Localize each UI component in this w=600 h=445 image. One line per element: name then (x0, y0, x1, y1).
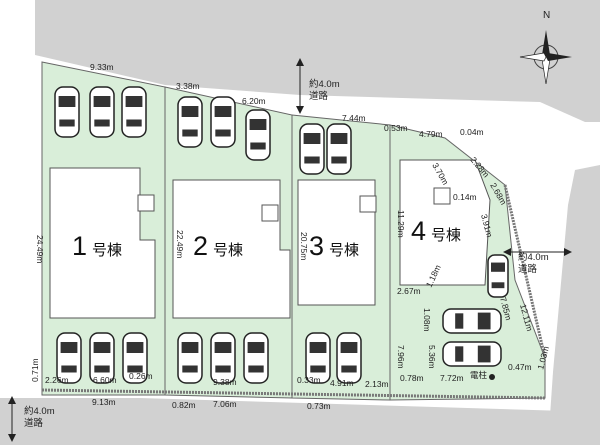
dimension-label-4-79: 4.79m (419, 129, 443, 139)
dimension-label-9-13: 9.13m (92, 397, 116, 407)
parking-car-icon (210, 96, 236, 148)
dimension-label-4-91: 4.91m (330, 378, 354, 388)
parking-car-icon (54, 86, 80, 138)
dimension-label-7-96: 7.96m (396, 345, 406, 369)
building-4-footprint (399, 159, 491, 286)
building-1-number: 1 (72, 231, 87, 261)
parking-car-icon (177, 96, 203, 148)
parking-car-icon (121, 86, 147, 138)
building-2-suffix: 号棟 (213, 242, 243, 259)
building-1-footprint (49, 167, 156, 319)
building-3-footprint (297, 179, 376, 306)
dimension-label-0-26: 0.26m (129, 371, 153, 381)
building-1-suffix: 号棟 (92, 242, 122, 259)
pole-label: 電柱 (470, 370, 488, 380)
parking-car-icon (305, 332, 331, 384)
dimension-label-6-60: 6.60m (93, 375, 117, 385)
boundary-hatch (41, 184, 547, 400)
dimension-label-0-04: 0.04m (460, 127, 484, 137)
dimension-label-0-82: 0.82m (172, 400, 196, 410)
dimension-label-24-49: 24.49m (35, 235, 45, 263)
building-4-suffix: 号棟 (431, 227, 461, 244)
dimension-label-22-49: 22.49m (175, 230, 185, 258)
building-2-number: 2 (193, 231, 208, 261)
parking-car-icon (122, 332, 148, 384)
dimension-label-2-26: 2.26m (45, 375, 69, 385)
dimension-label-1-08: 1.08m (422, 308, 432, 332)
dimension-label-11-29: 11.29m (396, 210, 406, 238)
dimension-label-3-38: 3.38m (176, 81, 200, 91)
north-compass: N (519, 10, 572, 85)
parking-car-icon (299, 123, 325, 175)
utility-pole: 電柱 (470, 370, 495, 380)
parking-car-icon (245, 109, 271, 161)
parking-car-icon (442, 308, 502, 334)
building-4-number: 4 (411, 216, 426, 246)
dimension-label-9-38: 9.38m (213, 377, 237, 387)
parking-car-icon (243, 332, 269, 384)
building-3-suffix: 号棟 (329, 242, 359, 259)
north-road (35, 0, 600, 122)
dimension-label-5-36: 5.36m (427, 345, 437, 369)
dimension-label-9-33: 9.33m (90, 62, 114, 72)
dimension-label-0-47: 0.47m (508, 362, 532, 372)
building-3-number: 3 (309, 231, 324, 261)
dimension-label-0-73: 0.73m (307, 401, 331, 411)
southwest-road (0, 398, 600, 445)
dimension-label-0-71: 0.71m (30, 358, 40, 382)
parking-car-icon (442, 341, 502, 367)
parking-car-icon (336, 332, 362, 384)
parking-cars (54, 86, 509, 384)
dimension-label-2-67: 2.67m (397, 286, 421, 296)
road-width-arrows (8, 58, 572, 442)
parking-car-icon (210, 332, 236, 384)
dimension-label-0-53: 0.53m (384, 123, 408, 133)
building-2-footprint (172, 179, 291, 319)
entry-1 (137, 194, 155, 212)
dimension-label-20-75: 20.75m (299, 232, 309, 260)
entry-4 (433, 187, 451, 205)
dimension-label-6-20: 6.20m (242, 96, 266, 106)
dimension-label-7-44: 7.44m (342, 113, 366, 123)
dimension-label-2-13: 2.13m (365, 379, 389, 389)
dimension-label-7-06: 7.06m (213, 399, 237, 409)
entry-2 (261, 204, 279, 222)
entries (137, 187, 451, 222)
parking-car-icon (326, 123, 352, 175)
dimension-label-7-72: 7.72m (440, 373, 464, 383)
buildings-footprints (49, 159, 491, 319)
north-label: N (543, 10, 550, 21)
parking-car-icon (89, 332, 115, 384)
parking-car-icon (56, 332, 82, 384)
building-labels: 1 号棟 2 号棟 3 号棟 4 号棟 (72, 216, 461, 261)
east-road (548, 165, 600, 445)
parking-car-icon (89, 86, 115, 138)
parking-car-icon (177, 332, 203, 384)
dimension-label-0-78: 0.78m (400, 373, 424, 383)
dimension-label-0-14: 0.14m (453, 192, 477, 202)
dimension-label-0-33: 0.33m (297, 375, 321, 385)
entry-3 (359, 195, 377, 213)
parking-car-icon (487, 254, 509, 298)
